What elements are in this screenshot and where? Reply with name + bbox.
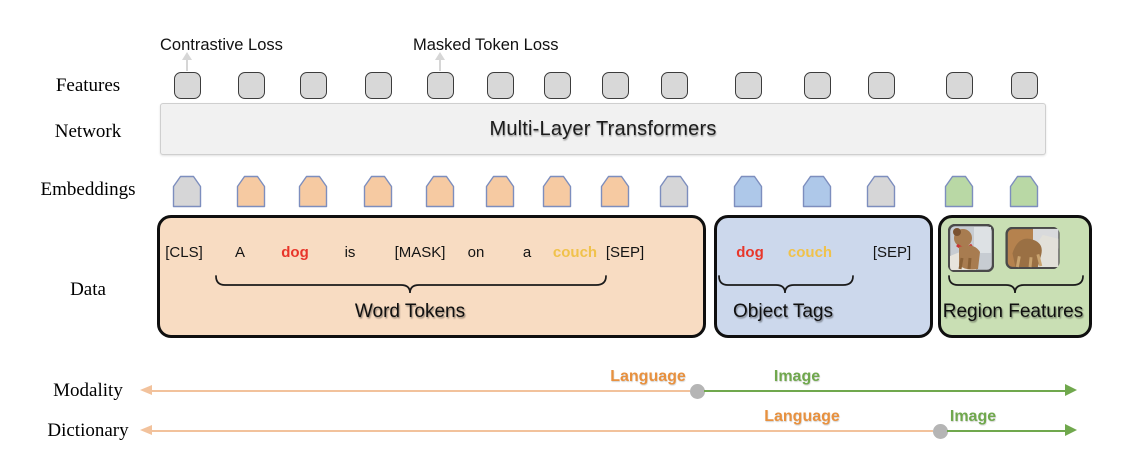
image-axis-line — [947, 429, 1066, 433]
embedding-shape-gray — [172, 175, 202, 208]
feature-box — [173, 72, 201, 99]
region-image-thumbnail — [948, 224, 994, 272]
row-label-dictionary: Dictionary — [47, 420, 129, 441]
image-axis-label: Image — [949, 408, 997, 425]
row-label-data: Data — [70, 279, 106, 300]
row-label-embeddings: Embeddings — [40, 179, 136, 200]
token-dog: dog — [736, 244, 764, 261]
feature-box — [543, 72, 571, 99]
embedding-shape-gray — [866, 175, 896, 208]
image-axis-label: Image — [773, 368, 821, 385]
embedding-shape-orange — [363, 175, 393, 208]
modality-boundary-dot — [932, 423, 948, 439]
embedding-shape-green — [1009, 175, 1039, 208]
embedding-shape-green — [944, 175, 974, 208]
feature-box — [803, 72, 831, 99]
loss-label-0: Contrastive Loss — [160, 36, 283, 54]
token-mask: [MASK] — [394, 244, 446, 261]
network-label: Multi-Layer Transformers — [489, 117, 717, 140]
token-sep: [SEP] — [872, 244, 912, 261]
object-tags-brace — [718, 275, 854, 294]
token-couch: couch — [787, 244, 833, 261]
region-features-brace — [948, 275, 1084, 294]
embedding-shape-orange — [298, 175, 328, 208]
loss-arrow-line — [439, 59, 441, 71]
language-axis-line — [152, 430, 933, 432]
token-sep: [SEP] — [605, 244, 645, 261]
loss-arrow-head-icon — [182, 52, 192, 60]
token-on: on — [467, 244, 485, 261]
word-tokens-brace — [215, 275, 607, 294]
feature-box — [734, 72, 762, 99]
loss-arrow-line — [186, 59, 188, 71]
loss-arrow-head-icon — [435, 52, 445, 60]
feature-box — [364, 72, 392, 99]
feature-box — [1010, 72, 1038, 99]
token-dog: dog — [281, 244, 309, 261]
embedding-shape-blue — [733, 175, 763, 208]
loss-label-1: Masked Token Loss — [413, 36, 559, 54]
word-tokens-label: Word Tokens — [354, 301, 466, 322]
object-tags-label: Object Tags — [733, 301, 833, 322]
language-arrowhead-icon — [140, 385, 152, 395]
feature-box — [299, 72, 327, 99]
language-axis-label: Language — [610, 368, 686, 385]
feature-box — [945, 72, 973, 99]
feature-box — [486, 72, 514, 99]
feature-box — [660, 72, 688, 99]
feature-box — [237, 72, 265, 99]
embedding-shape-blue — [802, 175, 832, 208]
token-cls: [CLS] — [165, 244, 203, 261]
transformer-network-bar: Multi-Layer Transformers — [160, 103, 1046, 155]
row-label-modality: Modality — [53, 380, 123, 401]
language-axis-label: Language — [764, 408, 840, 425]
region-features-label: Region Features — [942, 301, 1084, 322]
embedding-shape-orange — [542, 175, 572, 208]
token-couch: couch — [552, 244, 598, 261]
object-tags-box — [714, 215, 933, 338]
embedding-shape-orange — [600, 175, 630, 208]
token-a: A — [234, 244, 246, 261]
embedding-shape-gray — [659, 175, 689, 208]
modality-boundary-dot — [689, 383, 705, 399]
feature-box — [601, 72, 629, 99]
embedding-shape-orange — [485, 175, 515, 208]
row-label-features: Features — [55, 75, 121, 96]
feature-box — [426, 72, 454, 99]
language-axis-line — [152, 390, 690, 392]
feature-box — [867, 72, 895, 99]
embedding-shape-orange — [425, 175, 455, 208]
row-label-network: Network — [54, 121, 122, 142]
token-is: is — [344, 244, 356, 261]
image-arrowhead-icon — [1065, 424, 1077, 436]
image-arrowhead-icon — [1065, 384, 1077, 396]
region-image-thumbnail — [1005, 227, 1060, 269]
word-tokens-box — [157, 215, 706, 338]
embedding-shape-orange — [236, 175, 266, 208]
image-axis-line — [704, 389, 1066, 393]
token-a: a — [522, 244, 532, 261]
language-arrowhead-icon — [140, 425, 152, 435]
